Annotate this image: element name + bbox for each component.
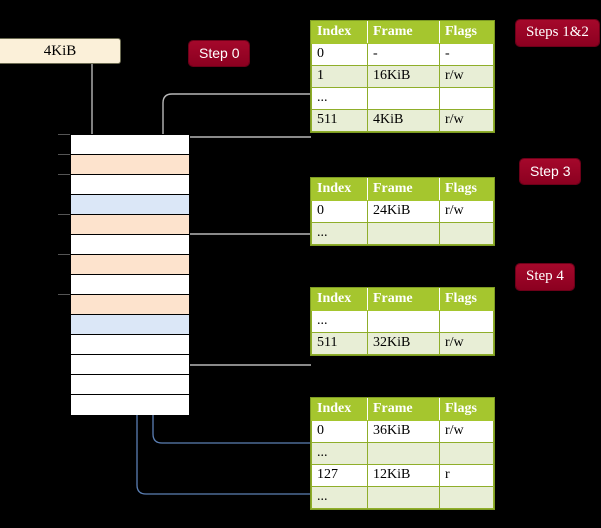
- memory-row: [71, 355, 189, 375]
- wire-step2: [178, 136, 311, 152]
- column-header-index: Index: [311, 21, 368, 44]
- table-row: 127 12KiB r: [311, 464, 494, 487]
- wire-step3: [178, 233, 311, 252]
- cell-frame: [367, 87, 440, 110]
- wire-step4: [178, 312, 311, 366]
- table-row: 511 4KiB r/w: [311, 109, 494, 132]
- cell-flags: r/w: [439, 109, 494, 132]
- memory-row: [71, 155, 189, 175]
- cell-flags: [439, 87, 494, 110]
- memory-row: [71, 175, 189, 195]
- column-header-flags: Flags: [439, 21, 494, 44]
- memory-tick: [58, 294, 71, 295]
- cell-flags: r/w: [439, 200, 494, 223]
- cell-frame: -: [367, 43, 440, 66]
- cell-index: ...: [311, 486, 368, 509]
- cell-index: 0: [311, 43, 368, 66]
- page-table-level2: Index Frame Flags ... 511 32KiB r/w: [311, 288, 494, 355]
- memory-row: [71, 135, 189, 155]
- cell-flags: r/w: [439, 65, 494, 88]
- cell-index: 511: [311, 332, 368, 355]
- table-row: 0 - -: [311, 43, 494, 66]
- cell-flags: [439, 486, 494, 509]
- cell-frame: 24KiB: [367, 200, 440, 223]
- cell-index: ...: [311, 442, 368, 465]
- table-row: ...: [311, 486, 494, 509]
- cell-frame: [367, 486, 440, 509]
- column-header-index: Index: [311, 178, 368, 201]
- cell-frame: 12KiB: [367, 464, 440, 487]
- table-row: ...: [311, 222, 494, 245]
- table-row: ...: [311, 310, 494, 333]
- table-header-row: Index Frame Flags: [311, 288, 494, 311]
- table-header-row: Index Frame Flags: [311, 21, 494, 44]
- memory-row: [71, 275, 189, 295]
- cell-flags: r: [439, 464, 494, 487]
- column-header-frame: Frame: [367, 21, 440, 44]
- memory-row: [71, 235, 189, 255]
- cell-frame: [367, 442, 440, 465]
- table-row: ...: [311, 87, 494, 110]
- memory-tick: [58, 174, 71, 175]
- cell-flags: [439, 222, 494, 245]
- table-header-row: Index Frame Flags: [311, 398, 494, 421]
- cell-frame: 16KiB: [367, 65, 440, 88]
- memory-tick: [58, 154, 71, 155]
- column-header-flags: Flags: [439, 288, 494, 311]
- column-header-index: Index: [311, 288, 368, 311]
- memory-row: [71, 335, 189, 355]
- cell-flags: -: [439, 43, 494, 66]
- memory-row: [71, 395, 189, 415]
- cell-index: 1: [311, 65, 368, 88]
- page-table-level4: Index Frame Flags 0 - - 1 16KiB r/w ...: [311, 21, 494, 132]
- cell-index: 511: [311, 109, 368, 132]
- memory-row: [71, 215, 189, 235]
- page-table-level3: Index Frame Flags 0 24KiB r/w ...: [311, 178, 494, 245]
- column-header-index: Index: [311, 398, 368, 421]
- table-row: ...: [311, 442, 494, 465]
- cell-index: ...: [311, 87, 368, 110]
- cell-index: ...: [311, 222, 368, 245]
- column-header-flags: Flags: [439, 178, 494, 201]
- badge-steps-1-2: Steps 1&2: [516, 20, 599, 46]
- column-header-frame: Frame: [367, 178, 440, 201]
- page-table-level1: Index Frame Flags 0 36KiB r/w ... 127 12…: [311, 398, 494, 509]
- cell-index: 0: [311, 200, 368, 223]
- cell-frame: 4KiB: [367, 109, 440, 132]
- badge-step-0: Step 0: [189, 41, 250, 66]
- cell-flags: r/w: [439, 332, 494, 355]
- badge-step-4: Step 4: [516, 264, 574, 290]
- memory-row: [71, 315, 189, 335]
- memory-row: [71, 375, 189, 395]
- cell-flags: [439, 442, 494, 465]
- cell-frame: 36KiB: [367, 420, 440, 443]
- memory-row: [71, 195, 189, 215]
- table-row: 0 36KiB r/w: [311, 420, 494, 443]
- cell-flags: r/w: [439, 420, 494, 443]
- cell-frame: [367, 222, 440, 245]
- column-header-frame: Frame: [367, 398, 440, 421]
- cell-index: 0: [311, 420, 368, 443]
- cell-index: ...: [311, 310, 368, 333]
- virtual-address-box: 4KiB: [0, 38, 121, 64]
- cell-frame: 32KiB: [367, 332, 440, 355]
- memory-tick: [58, 214, 71, 215]
- badge-step-3: Step 3: [520, 159, 581, 184]
- memory-row: [71, 255, 189, 275]
- cell-flags: [439, 310, 494, 333]
- cell-frame: [367, 310, 440, 333]
- column-header-flags: Flags: [439, 398, 494, 421]
- column-header-frame: Frame: [367, 288, 440, 311]
- table-row: 1 16KiB r/w: [311, 65, 494, 88]
- table-row: 0 24KiB r/w: [311, 200, 494, 223]
- memory-tick: [58, 134, 71, 135]
- table-header-row: Index Frame Flags: [311, 178, 494, 201]
- memory-row: [71, 295, 189, 315]
- table-row: 511 32KiB r/w: [311, 332, 494, 355]
- physical-memory-column: [70, 134, 190, 415]
- memory-tick: [58, 254, 71, 255]
- cell-index: 127: [311, 464, 368, 487]
